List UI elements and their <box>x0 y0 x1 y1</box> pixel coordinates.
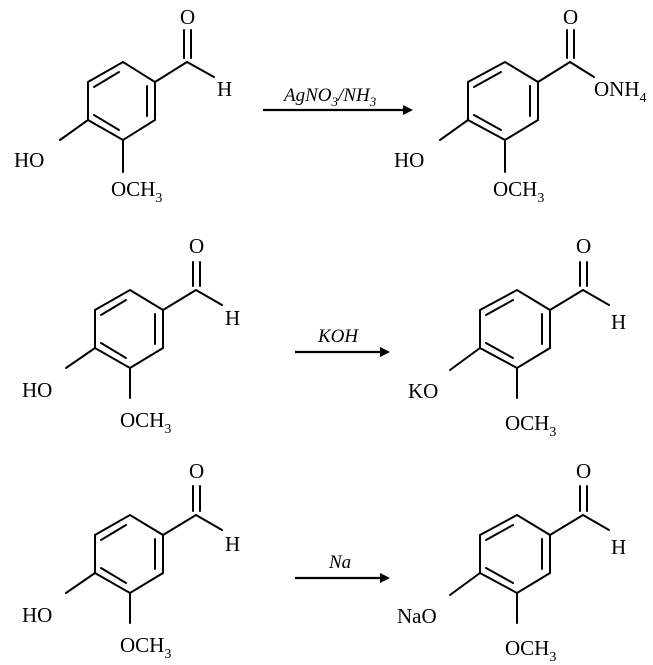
benzene-ring <box>479 288 551 370</box>
aromatic-double-bond <box>93 114 120 131</box>
aromatic-double-bond <box>485 342 514 359</box>
aldehyde-h-bond <box>582 514 610 531</box>
benzene-ring <box>94 513 164 595</box>
oxygen-label: O <box>576 459 591 483</box>
phenoxide-bond <box>449 347 481 371</box>
hydroxyl-label: HO <box>22 378 52 402</box>
reaction-3: O H HO OCH3 Na O H NaO OCH3 <box>22 459 626 665</box>
oxygen-label: O <box>189 234 204 258</box>
aldehyde-h-bond <box>186 61 215 78</box>
hydroxyl-label: HO <box>394 148 424 172</box>
aromatic-double-bond <box>473 71 502 88</box>
aromatic-double-bond <box>100 342 127 359</box>
aromatic-double-bond <box>100 567 127 584</box>
reaction-1-product: O ONH4 HO OCH3 <box>394 5 647 206</box>
reaction-2-product: O H KO OCH3 <box>408 234 626 440</box>
potassium-phenoxide-label: KO <box>408 379 438 403</box>
hydroxyl-label: HO <box>14 148 44 172</box>
reaction-2: O H HO OCH3 KOH O H KO OCH3 <box>22 234 626 440</box>
arrow-head <box>403 105 413 115</box>
reaction-3-reactant: O H HO OCH3 <box>22 459 240 662</box>
carboxyl-carbon-bond <box>537 61 571 83</box>
hydrogen-label: H <box>225 306 240 330</box>
methoxy-label: OCH3 <box>505 411 556 440</box>
oxygen-label: O <box>576 234 591 258</box>
carboxylate-o-bond <box>569 61 595 78</box>
reagent-label: KOH <box>317 326 359 347</box>
aromatic-double-bond <box>485 567 514 584</box>
benzene-ring <box>87 60 156 142</box>
reaction-1: O H HO OCH3 AgNO3/NH3 O ONH4 HO OCH3 <box>14 5 647 206</box>
hydroxyl-bond <box>439 119 469 141</box>
aldehyde-h-bond <box>195 514 223 531</box>
reagent-label: Na <box>328 552 351 573</box>
hydroxyl-bond <box>65 572 96 594</box>
reaction-3-arrow: Na <box>295 552 390 583</box>
oxygen-label: O <box>563 5 578 29</box>
reaction-3-product: O H NaO OCH3 <box>397 459 626 665</box>
aromatic-double-bond <box>485 524 514 541</box>
carbonyl-carbon-bond <box>154 61 188 83</box>
arrow-head <box>380 347 390 357</box>
reaction-1-arrow: AgNO3/NH3 <box>263 85 413 115</box>
oxygen-label: O <box>189 459 204 483</box>
aldehyde-h-bond <box>195 289 223 306</box>
benzene-ring <box>479 513 551 595</box>
hydroxyl-bond <box>65 347 96 369</box>
oxygen-label: O <box>180 5 195 29</box>
carbonyl-carbon-bond <box>549 289 584 311</box>
hydroxyl-label: HO <box>22 603 52 627</box>
aromatic-double-bond <box>93 71 120 88</box>
ammonium-carboxylate-label: ONH4 <box>594 77 647 106</box>
carbonyl-carbon-bond <box>162 289 197 311</box>
methoxy-label: OCH3 <box>120 408 171 437</box>
hydrogen-label: H <box>611 310 626 334</box>
carbonyl-carbon-bond <box>162 514 197 536</box>
reaction-2-reactant: O H HO OCH3 <box>22 234 240 437</box>
methoxy-label: OCH3 <box>493 177 544 206</box>
hydrogen-label: H <box>225 532 240 556</box>
aldehyde-h-bond <box>582 289 610 306</box>
benzene-ring <box>467 60 539 142</box>
hydrogen-label: H <box>217 77 232 101</box>
aromatic-double-bond <box>485 299 514 316</box>
aromatic-double-bond <box>473 114 502 131</box>
reaction-2-arrow: KOH <box>295 326 390 357</box>
reaction-1-reactant: O H HO OCH3 <box>14 5 232 206</box>
benzene-ring <box>94 288 164 370</box>
reagent-label: AgNO3/NH3 <box>282 85 377 109</box>
aromatic-double-bond <box>100 299 127 316</box>
methoxy-label: OCH3 <box>505 636 556 665</box>
phenoxide-bond <box>449 572 481 596</box>
carbonyl-carbon-bond <box>549 514 584 536</box>
arrow-head <box>380 573 390 583</box>
hydrogen-label: H <box>611 535 626 559</box>
methoxy-label: OCH3 <box>111 177 162 206</box>
methoxy-label: OCH3 <box>120 633 171 662</box>
sodium-phenoxide-label: NaO <box>397 604 437 628</box>
hydroxyl-bond <box>59 119 89 141</box>
aromatic-double-bond <box>100 524 127 541</box>
